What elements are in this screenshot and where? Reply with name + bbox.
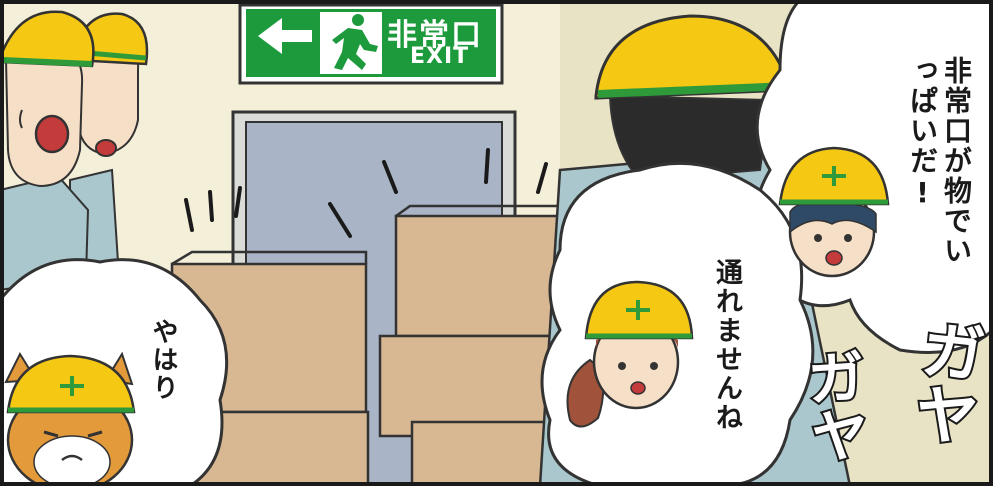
exit-sign-japanese: 非常口 [387, 18, 483, 53]
avatar-boy [778, 146, 890, 278]
running-man-icon [332, 14, 378, 70]
dialogue-main: 非常口が物でいっぱいだ! [906, 56, 973, 266]
avatar-dog [4, 351, 136, 486]
dialogue-left: やはり [148, 318, 178, 402]
worker-left-front [0, 10, 95, 292]
exit-sign-english: EXIT [410, 44, 470, 69]
sound-effect-left: ガヤ [793, 344, 873, 468]
avatar-girl [566, 280, 694, 428]
tension-lines [184, 148, 548, 238]
dialogue-middle: 通れませんね [711, 258, 742, 432]
arrow-left-icon [258, 18, 312, 54]
exit-sign [238, 3, 504, 85]
